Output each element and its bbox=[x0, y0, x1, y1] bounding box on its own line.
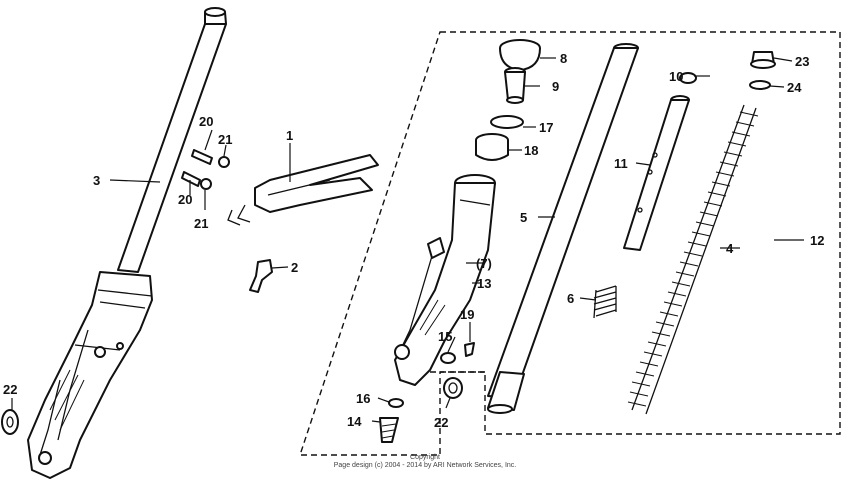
callout-8: 8 bbox=[560, 51, 567, 66]
spring-part-6 bbox=[593, 285, 617, 319]
callout-1: 1 bbox=[286, 128, 293, 143]
plug-part-23 bbox=[750, 51, 776, 69]
assembly-boundary bbox=[299, 31, 841, 456]
callout-7: (7) bbox=[476, 256, 492, 271]
callout-21b: 21 bbox=[194, 216, 208, 231]
fork-leg-assembly bbox=[27, 7, 227, 479]
nut-part-10 bbox=[679, 72, 697, 84]
copyright-line-2: Page design (c) 2004 - 2014 by ARI Netwo… bbox=[334, 462, 517, 469]
inner-tube-part-5 bbox=[487, 43, 639, 414]
callout-22a: 22 bbox=[3, 382, 17, 397]
damper-rod-part-11 bbox=[623, 95, 690, 251]
callout-20a: 20 bbox=[199, 114, 213, 129]
callout-18: 18 bbox=[524, 143, 538, 158]
slider-part bbox=[394, 174, 496, 386]
callout-22b: 22 bbox=[434, 415, 448, 430]
callout-19: 19 bbox=[460, 307, 474, 322]
callout-9: 9 bbox=[552, 79, 559, 94]
callout-23: 23 bbox=[795, 54, 809, 69]
washer-22-left bbox=[1, 409, 19, 435]
callout-24: 24 bbox=[787, 80, 802, 95]
callout-13: 13 bbox=[477, 276, 491, 291]
callout-6: 6 bbox=[567, 291, 574, 306]
callout-11: 11 bbox=[614, 156, 628, 171]
callout-5: 5 bbox=[520, 210, 527, 225]
callout-15: 15 bbox=[438, 329, 452, 344]
washer-part-16 bbox=[388, 398, 404, 408]
cap-part-8 bbox=[499, 39, 541, 71]
bracket-part bbox=[227, 154, 379, 226]
screw-part-19 bbox=[464, 342, 475, 357]
main-spring-part-4 bbox=[627, 104, 759, 415]
nut-part-18 bbox=[475, 133, 509, 161]
bolt-part-14 bbox=[379, 417, 399, 443]
callout-2: 2 bbox=[291, 260, 298, 275]
callout-12: 12 bbox=[810, 233, 824, 248]
oring-part-24 bbox=[749, 80, 771, 90]
callout-21a: 21 bbox=[218, 132, 232, 147]
bolt-part-9 bbox=[504, 67, 526, 104]
washer-part-15 bbox=[440, 352, 456, 364]
leader-lines bbox=[11, 57, 804, 423]
clip-part bbox=[249, 259, 273, 293]
callout-16: 16 bbox=[356, 391, 370, 406]
callout-4: 4 bbox=[726, 241, 734, 256]
copyright-line-1: Copyright bbox=[410, 454, 440, 461]
bolts-and-washers bbox=[181, 149, 230, 190]
callout-14: 14 bbox=[347, 414, 362, 429]
washer-22-center bbox=[443, 377, 463, 399]
callout-10: 10 bbox=[669, 69, 683, 84]
callout-3: 3 bbox=[93, 173, 100, 188]
callout-17: 17 bbox=[539, 120, 553, 135]
oring-part-17 bbox=[490, 115, 524, 129]
callout-20b: 20 bbox=[178, 192, 192, 207]
